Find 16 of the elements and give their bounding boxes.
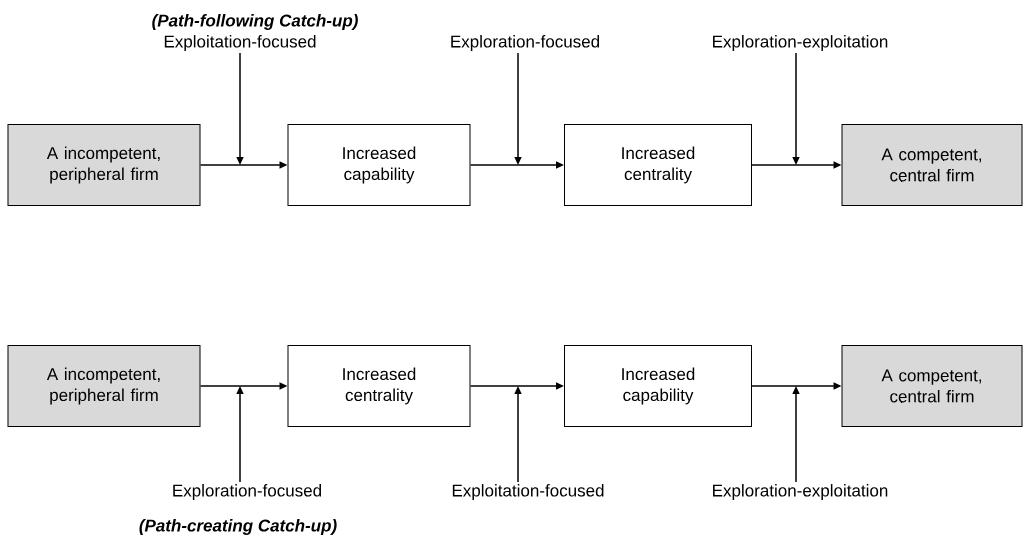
process-box: A incompetent, peripheral firm xyxy=(7,345,201,427)
process-box: Increased capability xyxy=(564,345,752,427)
process-box: Increased capability xyxy=(287,124,471,206)
strategy-label: Exploration-exploitation xyxy=(713,484,888,500)
process-box: A competent, central firm xyxy=(841,124,1023,206)
strategy-label: Exploration-focused xyxy=(451,35,599,51)
strategy-label: Exploration-exploitation xyxy=(713,35,888,51)
strategy-label: Exploitation-focused xyxy=(164,35,316,51)
process-box: Increased centrality xyxy=(287,345,471,427)
strategy-label: Exploration-focused xyxy=(173,484,321,500)
process-box: A competent, central firm xyxy=(841,345,1023,427)
strategy-label: Exploitation-focused xyxy=(452,484,604,500)
panel-heading: (Path-creating Catch-up) xyxy=(139,519,337,535)
process-box: Increased centrality xyxy=(564,124,752,206)
process-box: A incompetent, peripheral firm xyxy=(7,124,201,206)
panel-heading: (Path-following Catch-up) xyxy=(152,14,358,30)
